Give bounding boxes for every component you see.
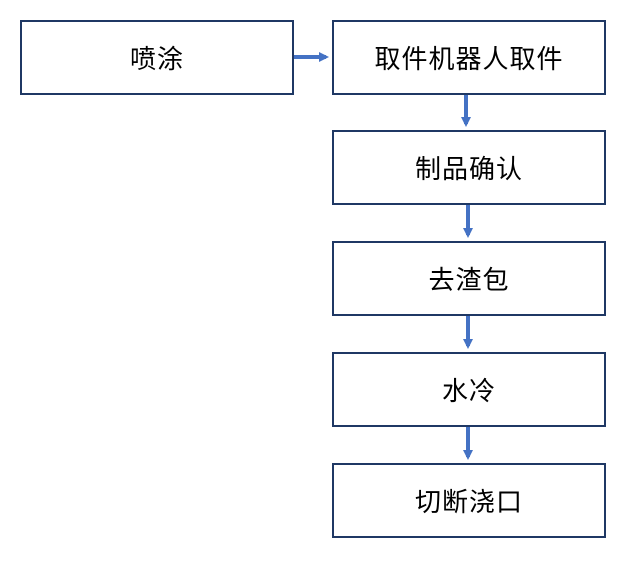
step-spray-box: 喷涂 [20,20,294,95]
step-product-confirm-label: 制品确认 [414,155,523,185]
step-water-cooling-label: 水冷 [441,377,496,407]
step-cut-gate-box: 切断浇口 [332,463,606,538]
step-robot-pickup-label: 取件机器人取件 [374,45,564,75]
step-water-cooling-box: 水冷 [332,352,606,427]
step-remove-slag-label: 去渣包 [428,266,510,296]
step-robot-pickup-box: 取件机器人取件 [332,20,606,95]
step-cut-gate-label: 切断浇口 [414,488,523,518]
step-spray-label: 喷涂 [129,45,184,75]
step-remove-slag-box: 去渣包 [332,241,606,316]
step-product-confirm-box: 制品确认 [332,130,606,205]
